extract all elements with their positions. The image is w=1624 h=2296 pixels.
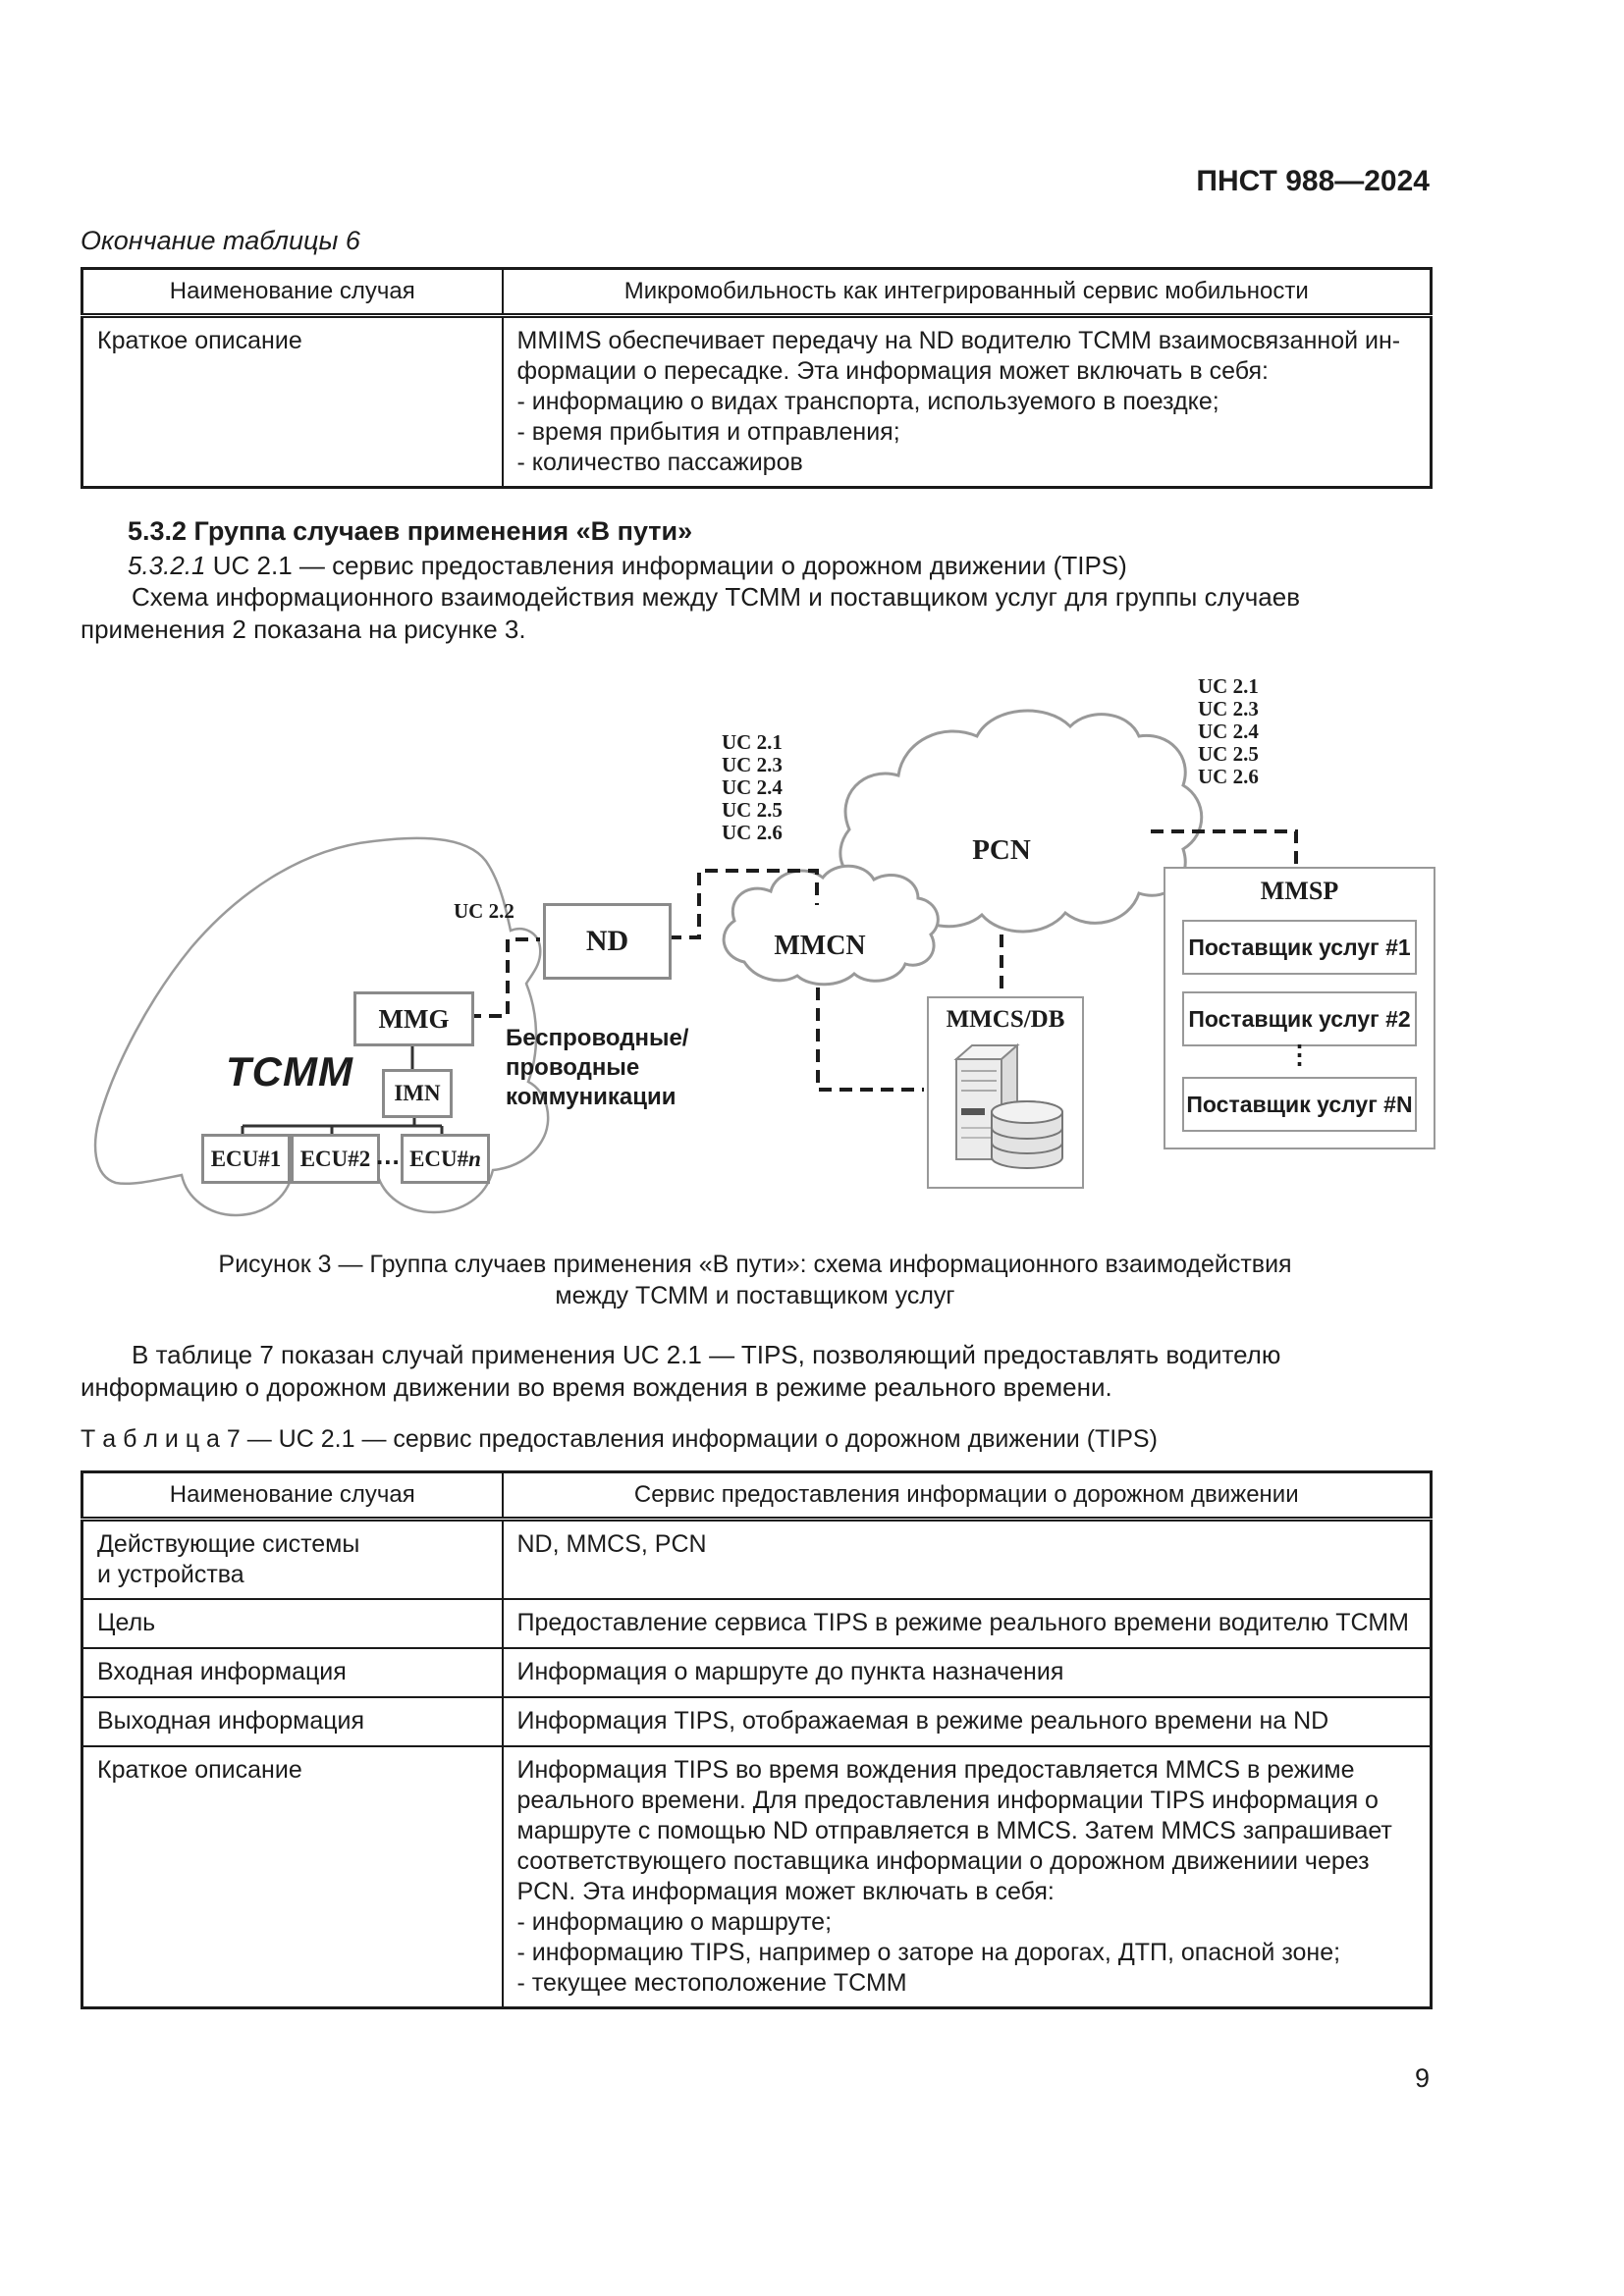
section-heading: 5.3.2 Группа случаев применения «В пути» xyxy=(128,516,693,546)
mmcn-cloud xyxy=(722,864,940,987)
pcn-cloud-label: PCN xyxy=(972,834,1031,866)
table6-row-name: Краткое описание xyxy=(81,314,504,489)
tcmm-label: ТСММ xyxy=(226,1048,353,1095)
link-pcn-mmsp xyxy=(1151,829,1298,864)
mmcn-cloud-label: MMCN xyxy=(774,931,866,961)
table7-header-name: Наименование случая xyxy=(81,1470,504,1522)
ecu1-node: ECU#1 xyxy=(201,1134,291,1184)
comm-type-label: Беспроводные/ проводные коммуникации xyxy=(506,1025,689,1110)
pcn-cloud xyxy=(839,709,1204,934)
table7-row-name: Краткое описание xyxy=(81,1745,504,2009)
link-imn-bus xyxy=(241,1112,444,1134)
figure3-canvas xyxy=(93,709,1298,1217)
mmsp-node: MMSP Поставщик услуг #1 Поставщик услуг … xyxy=(1164,867,1435,1149)
mmcs-db-node: MMCS/DB xyxy=(927,996,1084,1189)
mmsp-label: MMSP xyxy=(1260,877,1339,905)
table6-row-value: MMIMS обеспечивает передачу на ND водите… xyxy=(501,314,1433,489)
table7-row-name: Цель xyxy=(81,1598,504,1649)
paragraph-table7-intro: В таблице 7 показан случай применения UC… xyxy=(81,1340,1281,1402)
subsection-title: UC 2.1 — сервис предоставления информаци… xyxy=(205,551,1127,580)
table7-row-name: Действующие системы и устройства xyxy=(81,1518,504,1600)
table6-continuation-label: Окончание таблицы 6 xyxy=(81,226,360,255)
server-db-icon xyxy=(953,1042,1063,1169)
table7-row-name: Выходная информация xyxy=(81,1696,504,1747)
table7-header-value: Сервис предоставления информации о дорож… xyxy=(501,1470,1433,1522)
figure3-caption: Рисунок 3 — Группа случаев применения «В… xyxy=(218,1251,1292,1309)
uc-list-right: UC 2.1 UC 2.3 UC 2.4 UC 2.5 UC 2.6 xyxy=(1198,674,1259,788)
ecun-suffix: n xyxy=(468,1146,481,1171)
section-subheading: 5.3.2.1 UC 2.1 — сервис предоставления и… xyxy=(128,551,1127,581)
subsection-number: 5.3.2.1 xyxy=(128,551,206,580)
ecu2-node: ECU#2 xyxy=(291,1134,380,1184)
providerN-node: Поставщик услуг #N xyxy=(1182,1077,1417,1132)
uc-list-left: UC 2.1 UC 2.3 UC 2.4 UC 2.5 UC 2.6 xyxy=(722,730,783,844)
link-mmg-nd xyxy=(468,937,540,1018)
table6-header-value: Микромобильность как интегрированный сер… xyxy=(501,267,1433,318)
table7-grid: Наименование случая Сервис предоставлени… xyxy=(81,1470,1433,2009)
table6: Наименование случая Микромобильность как… xyxy=(81,267,1433,489)
table6-grid: Наименование случая Микромобильность как… xyxy=(81,267,1433,489)
paragraph-scheme: Схема информационного взаимодействия меж… xyxy=(81,582,1301,644)
provider-ellipsis: ⋮ xyxy=(1286,1040,1313,1069)
table7-row-value: Информация о маршруте до пункта назначен… xyxy=(501,1647,1433,1698)
figure3-diagram: UC 2.1 UC 2.3 UC 2.4 UC 2.5 UC 2.6 UC 2.… xyxy=(88,638,1443,1252)
table6-header-name: Наименование случая xyxy=(81,267,504,318)
mmg-node: MMG xyxy=(353,991,474,1046)
uc22-label: UC 2.2 xyxy=(454,899,514,923)
imn-node: IMN xyxy=(382,1069,453,1118)
table7-row-value: Информация TIPS, отображаемая в режиме р… xyxy=(501,1696,1433,1747)
ecun-prefix: ECU# xyxy=(409,1146,469,1171)
page-header: ПНСТ 988—2024 xyxy=(1196,165,1430,197)
table7: Наименование случая Сервис предоставлени… xyxy=(81,1470,1433,2009)
page-number: 9 xyxy=(1414,2063,1430,2093)
table7-row-name: Входная информация xyxy=(81,1647,504,1698)
ecun-node: ECU#n xyxy=(401,1134,490,1184)
provider2-node: Поставщик услуг #2 xyxy=(1182,991,1417,1046)
provider1-node: Поставщик услуг #1 xyxy=(1182,920,1417,975)
vehicle-outline xyxy=(93,836,550,1217)
table7-caption: Т а б л и ц а 7 — UC 2.1 — сервис предос… xyxy=(81,1425,1158,1453)
table7-row-value: Информация TIPS во время вождения предос… xyxy=(501,1745,1433,2009)
table7-row-value: Предоставление сервиса TIPS в режиме реа… xyxy=(501,1598,1433,1649)
ecu-ellipsis: ... xyxy=(376,1141,401,1170)
table7-row-value: ND, MMCS, PCN xyxy=(501,1518,1433,1600)
mmcs-db-label: MMCS/DB xyxy=(946,1006,1065,1033)
nd-node: ND xyxy=(543,903,672,980)
link-mmcn-mmcs xyxy=(816,988,924,1092)
